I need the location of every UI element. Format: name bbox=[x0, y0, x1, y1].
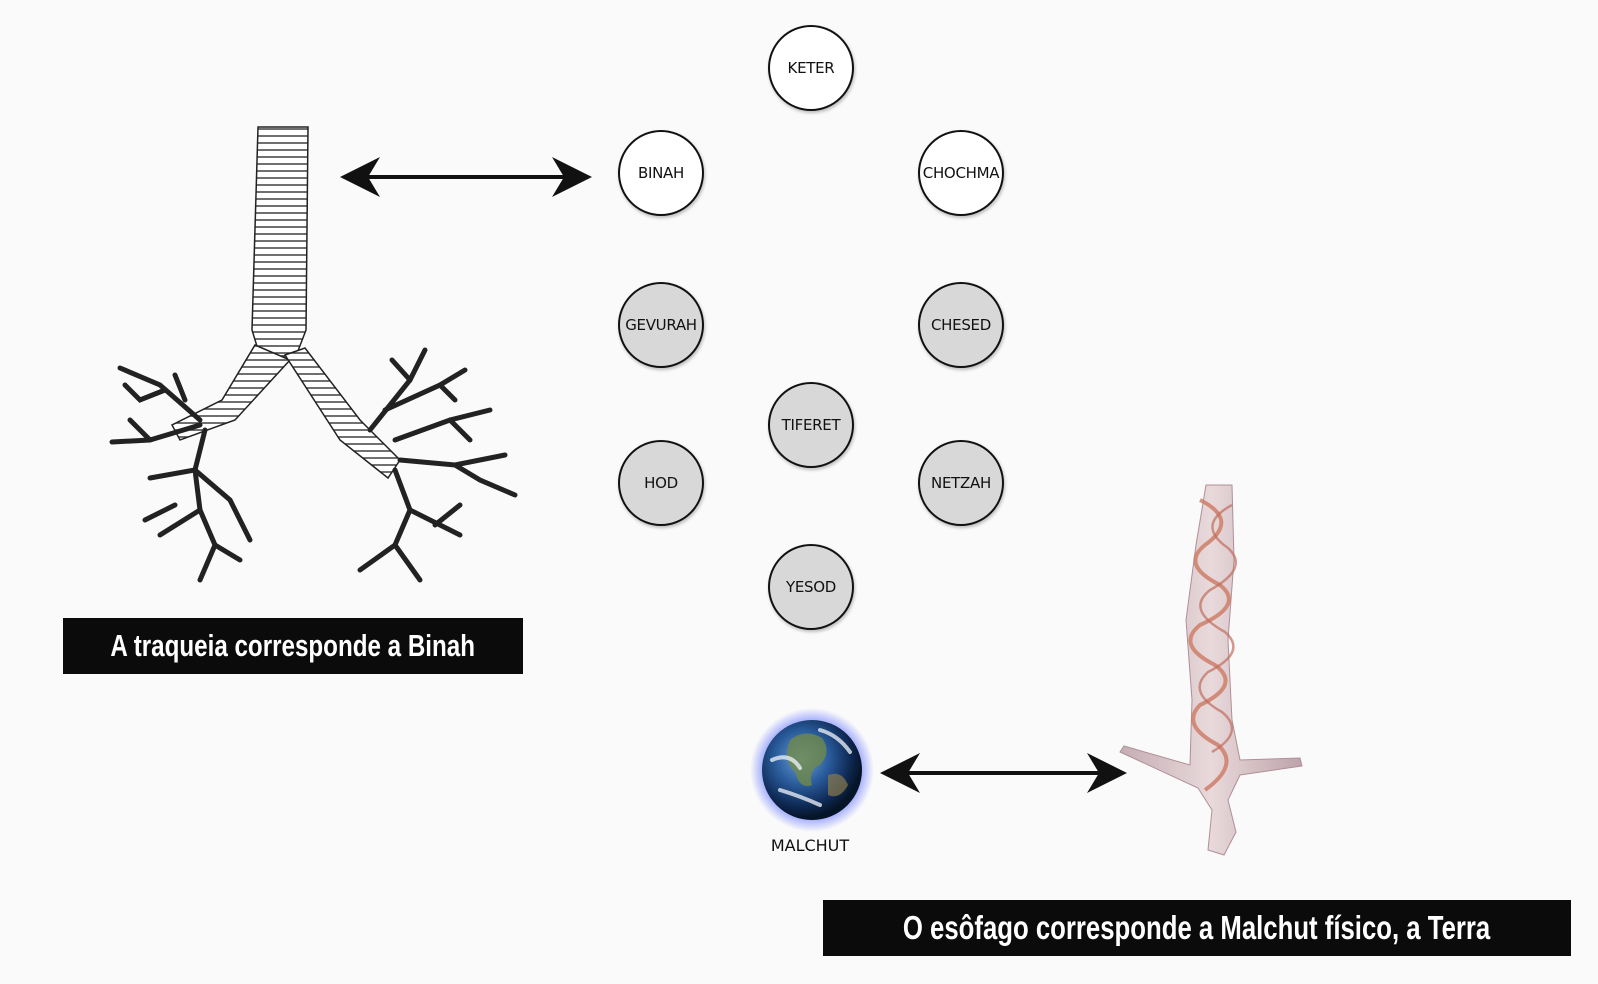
malchut-label: MALCHUT bbox=[770, 836, 850, 855]
sefirah-label: NETZAH bbox=[931, 474, 991, 492]
sefirah-hod: HOD bbox=[618, 440, 704, 526]
sefirah-tiferet: TIFERET bbox=[768, 382, 854, 468]
sefirah-label: TIFERET bbox=[781, 416, 841, 434]
trachea-caption: A traqueia corresponde a Binah bbox=[63, 618, 523, 674]
trachea-caption-text: A traqueia corresponde a Binah bbox=[110, 628, 476, 663]
esophagus-caption-text: O esôfago corresponde a Malchut físico, … bbox=[903, 909, 1491, 946]
esophagus-illustration bbox=[1119, 484, 1303, 856]
sefirah-gevurah: GEVURAH bbox=[618, 282, 704, 368]
sefirah-label: CHESED bbox=[931, 316, 991, 334]
sefirah-label: HOD bbox=[644, 474, 678, 492]
sefirah-label: CHOCHMA bbox=[922, 164, 1000, 182]
esophagus-caption: O esôfago corresponde a Malchut físico, … bbox=[823, 900, 1571, 956]
sefirah-yesod: YESOD bbox=[768, 544, 854, 630]
sefirah-label: YESOD bbox=[785, 578, 837, 596]
trachea-illustration bbox=[109, 126, 518, 583]
sefirah-label: GEVURAH bbox=[625, 316, 697, 334]
sefirah-label: KETER bbox=[787, 59, 835, 77]
earth-globe bbox=[750, 708, 874, 832]
sefirah-chochma: CHOCHMA bbox=[918, 130, 1004, 216]
sefirah-label: BINAH bbox=[638, 164, 684, 182]
sefirah-binah: BINAH bbox=[618, 130, 704, 216]
sefirah-keter: KETER bbox=[768, 25, 854, 111]
sefirah-netzah: NETZAH bbox=[918, 440, 1004, 526]
sefirah-chesed: CHESED bbox=[918, 282, 1004, 368]
